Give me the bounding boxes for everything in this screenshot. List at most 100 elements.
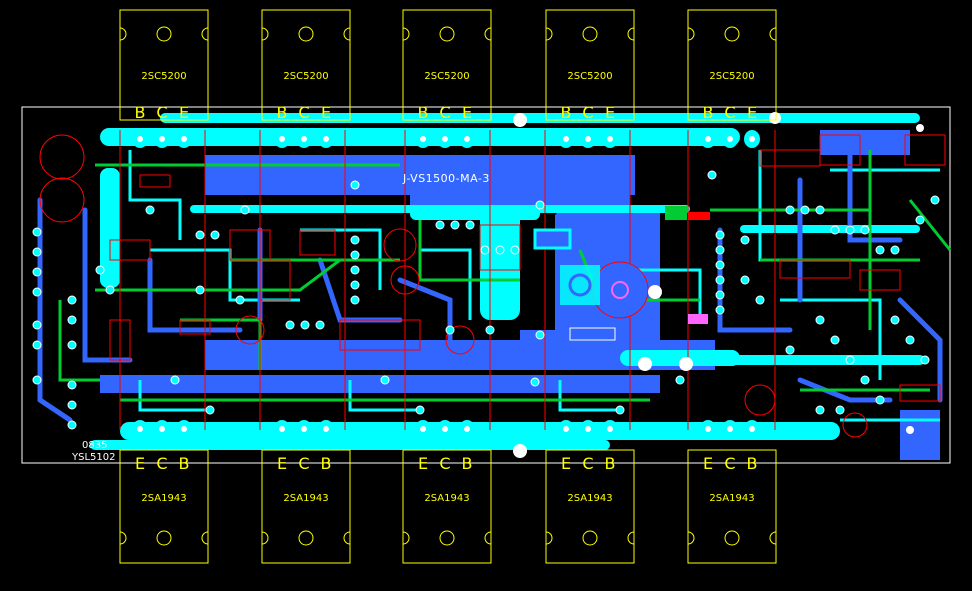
pin-label: B bbox=[747, 454, 758, 473]
transistor-body bbox=[119, 449, 209, 564]
transistor-part-label: 2SA1943 bbox=[709, 493, 754, 504]
trimmer-potentiometer bbox=[560, 261, 649, 319]
transistor-body bbox=[261, 449, 351, 564]
pin-label: E bbox=[418, 454, 428, 473]
transistor-body bbox=[545, 9, 635, 121]
transistor-body bbox=[687, 9, 777, 121]
transistor-body bbox=[402, 9, 492, 121]
pin-label: C bbox=[724, 454, 735, 473]
notch-right bbox=[484, 27, 492, 41]
pin-hole bbox=[563, 426, 569, 432]
notch-right bbox=[627, 27, 635, 41]
pin-label: E bbox=[179, 103, 189, 122]
pin-hole bbox=[181, 426, 187, 432]
pin-label: E bbox=[321, 103, 331, 122]
notch-right bbox=[201, 531, 209, 545]
transistor-body bbox=[545, 449, 635, 564]
pin-hole bbox=[464, 136, 470, 142]
transistor-part-label: 2SA1943 bbox=[283, 493, 328, 504]
transistor-part-label: 2SC5200 bbox=[709, 71, 754, 82]
pin-label: E bbox=[135, 454, 145, 473]
pin-label: C bbox=[724, 103, 735, 122]
transistor-part-label: 2SA1943 bbox=[567, 493, 612, 504]
pin-label: B bbox=[179, 454, 190, 473]
notch-right bbox=[201, 27, 209, 41]
pin-hole bbox=[727, 426, 733, 432]
pin-label: C bbox=[439, 454, 450, 473]
pin-hole bbox=[442, 426, 448, 432]
notch-right bbox=[769, 27, 777, 41]
notch-right bbox=[769, 531, 777, 545]
board-title: J-VS1500-MA-3 bbox=[402, 172, 490, 185]
notch-left bbox=[687, 531, 695, 545]
notch-left bbox=[545, 531, 553, 545]
notch-left bbox=[402, 531, 410, 545]
pin-hole bbox=[279, 136, 285, 142]
mount-hole bbox=[439, 530, 455, 546]
pin-hole bbox=[607, 136, 613, 142]
pin-hole bbox=[420, 136, 426, 142]
pin-label: B bbox=[605, 454, 616, 473]
transistor-part-label: 2SA1943 bbox=[141, 493, 186, 504]
mount-hole bbox=[156, 530, 172, 546]
mount-hole bbox=[298, 530, 314, 546]
notch-left bbox=[687, 27, 695, 41]
transistor-part-label: 2SC5200 bbox=[567, 71, 612, 82]
notch-left bbox=[261, 531, 269, 545]
connector bbox=[533, 228, 572, 250]
notch-left bbox=[119, 27, 127, 41]
pin-label: B bbox=[321, 454, 332, 473]
pin-label: B bbox=[561, 103, 572, 122]
pin-hole bbox=[420, 426, 426, 432]
transistor-part-label: 2SC5200 bbox=[424, 71, 469, 82]
pin-label: B bbox=[418, 103, 429, 122]
notch-right bbox=[627, 531, 635, 545]
pin-hole bbox=[705, 426, 711, 432]
notch-left bbox=[402, 27, 410, 41]
pin-hole bbox=[181, 136, 187, 142]
date-code: 0835 bbox=[82, 440, 107, 451]
notch-left bbox=[261, 27, 269, 41]
pin-label: E bbox=[462, 103, 472, 122]
pin-label: B bbox=[277, 103, 288, 122]
pin-hole bbox=[563, 136, 569, 142]
notch-left bbox=[119, 531, 127, 545]
transistor-part-label: 2SC5200 bbox=[141, 71, 186, 82]
pin-hole bbox=[727, 136, 733, 142]
pin-label: C bbox=[582, 454, 593, 473]
pin-label: C bbox=[298, 454, 309, 473]
mount-hole bbox=[724, 26, 740, 42]
transistor-body bbox=[261, 9, 351, 121]
pin-hole bbox=[749, 136, 755, 142]
pin-label: C bbox=[156, 454, 167, 473]
pin-hole bbox=[159, 426, 165, 432]
pin-hole bbox=[607, 426, 613, 432]
transistor-body bbox=[402, 449, 492, 564]
pin-label: E bbox=[605, 103, 615, 122]
notch-left bbox=[545, 27, 553, 41]
transistor-part-label: 2SC5200 bbox=[283, 71, 328, 82]
pin-hole bbox=[301, 136, 307, 142]
highlight-parts bbox=[569, 206, 710, 341]
transistor-body bbox=[119, 9, 209, 121]
pin-hole bbox=[585, 426, 591, 432]
pin-hole bbox=[442, 136, 448, 142]
transistor-body bbox=[687, 449, 777, 564]
mount-hole bbox=[156, 26, 172, 42]
notch-right bbox=[343, 531, 351, 545]
pin-label: C bbox=[582, 103, 593, 122]
pin-hole bbox=[323, 136, 329, 142]
